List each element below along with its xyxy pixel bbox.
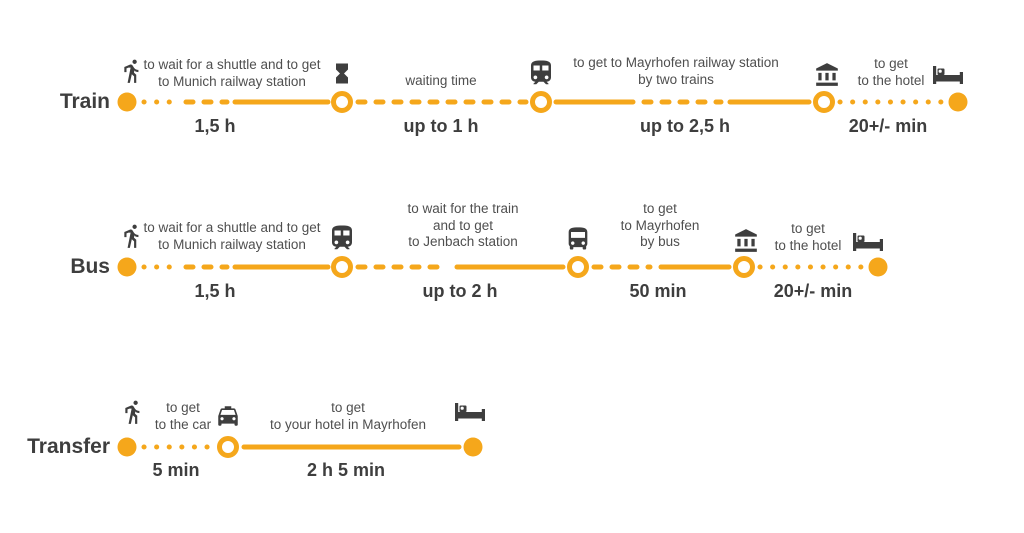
duration-label: 5 min bbox=[152, 460, 200, 480]
bus-timeline-track bbox=[117, 256, 888, 278]
duration-label: 20+/- min bbox=[773, 281, 853, 301]
duration-label: up to 2,5 h bbox=[640, 116, 730, 136]
walk-icon bbox=[121, 399, 147, 425]
train-icon bbox=[327, 222, 357, 254]
duration-label: 20+/- min bbox=[848, 116, 928, 136]
train-icon bbox=[526, 57, 556, 89]
timeline-node bbox=[567, 256, 589, 278]
timeline-node bbox=[733, 256, 755, 278]
bed-icon bbox=[932, 63, 964, 87]
walk-icon bbox=[120, 58, 146, 84]
museum-icon bbox=[813, 62, 841, 88]
timeline-node-start bbox=[117, 92, 137, 112]
duration-label: 2 h 5 min bbox=[306, 460, 386, 480]
timeline-node bbox=[331, 91, 353, 113]
annotation-transfer-car: to get to the car bbox=[154, 400, 212, 432]
timeline-node bbox=[530, 91, 552, 113]
timeline-node-end bbox=[463, 437, 483, 457]
duration-label: 1,5 h bbox=[194, 281, 236, 301]
annotation-bus-hotel: to get to the hotel bbox=[774, 221, 842, 253]
taxi-icon bbox=[214, 403, 242, 429]
annotation-bus-mayrhofen: to get to Mayrhofen by bus bbox=[620, 201, 700, 250]
annotation-train-shuttle: to wait for a shuttle and to get to Muni… bbox=[143, 57, 321, 89]
hourglass-icon bbox=[330, 60, 354, 87]
duration-label: 1,5 h bbox=[194, 116, 236, 136]
transfer-timeline-track bbox=[117, 436, 483, 458]
timeline-node-end bbox=[948, 92, 968, 112]
timeline-node-start bbox=[117, 257, 137, 277]
annotation-transfer-hotel: to get to your hotel in Mayrhofen bbox=[269, 400, 427, 432]
timeline-node bbox=[331, 256, 353, 278]
duration-label: 50 min bbox=[629, 281, 687, 301]
timeline-node-end bbox=[868, 257, 888, 277]
timeline-node bbox=[813, 91, 835, 113]
annotation-bus-shuttle: to wait for a shuttle and to get to Muni… bbox=[143, 220, 321, 252]
row-label-train: Train bbox=[59, 90, 110, 113]
annotation-train-hotel: to get to the hotel bbox=[857, 56, 925, 88]
annotation-bus-jenbach: to wait for the train and to get to Jenb… bbox=[407, 201, 519, 250]
walk-icon bbox=[120, 223, 146, 249]
bus-icon bbox=[564, 224, 592, 254]
row-label-transfer: Transfer bbox=[27, 435, 110, 458]
annotation-train-mayrhofen: to get to Mayrhofen railway station by t… bbox=[573, 55, 779, 87]
duration-label: up to 2 h bbox=[422, 281, 498, 301]
bed-icon bbox=[454, 400, 486, 424]
annotation-train-waiting: waiting time bbox=[405, 73, 477, 88]
duration-label: up to 1 h bbox=[403, 116, 479, 136]
row-label-bus: Bus bbox=[70, 255, 110, 278]
train-timeline-track bbox=[117, 91, 968, 113]
timeline-node bbox=[217, 436, 239, 458]
bed-icon bbox=[852, 230, 884, 254]
museum-icon bbox=[732, 228, 760, 254]
timeline-node-start bbox=[117, 437, 137, 457]
